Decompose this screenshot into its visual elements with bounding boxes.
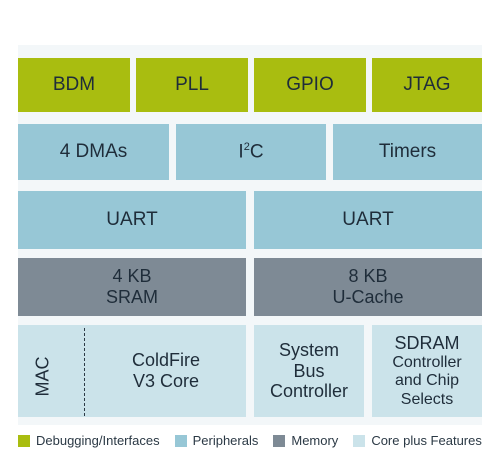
jtag-block: JTAG bbox=[372, 58, 482, 112]
dmas-label: 4 DMAs bbox=[59, 141, 128, 163]
core-block bbox=[18, 325, 246, 417]
ucache-label: U-Cache bbox=[332, 287, 404, 307]
timers-block: Timers bbox=[333, 124, 482, 180]
coldfire-line1: ColdFire bbox=[131, 350, 201, 371]
pll-block: PLL bbox=[136, 58, 248, 112]
ucache-size: 8 KB bbox=[348, 266, 388, 287]
legend-label-peripherals: Peripherals bbox=[192, 433, 259, 448]
pll-label: PLL bbox=[175, 74, 209, 96]
sysbus-line1: System bbox=[278, 339, 339, 360]
mac-label-container: MAC bbox=[23, 336, 63, 416]
legend-swatch-debugging bbox=[18, 434, 30, 447]
legend-swatch-memory bbox=[273, 434, 286, 447]
sram-size: 4 KB bbox=[112, 266, 152, 287]
legend-label-memory: Memory bbox=[291, 433, 339, 448]
sysbus-line3: Controller bbox=[269, 381, 349, 402]
coldfire-line2: V3 Core bbox=[132, 371, 200, 391]
uart-right-block: UART bbox=[254, 191, 482, 249]
legend-item-debugging: Debugging/Interfaces bbox=[18, 433, 160, 448]
jtag-label: JTAG bbox=[403, 74, 451, 96]
sdram-line2: Controller bbox=[392, 353, 462, 371]
sdram-line4: Selects bbox=[400, 390, 454, 408]
timers-label: Timers bbox=[378, 141, 437, 163]
sdram-controller-block: SDRAM Controller and Chip Selects bbox=[372, 325, 482, 417]
mac-label: MAC bbox=[32, 356, 53, 396]
sysbus-line2: Bus bbox=[293, 360, 325, 381]
i2c-label-superscript: 2 bbox=[243, 140, 250, 153]
sdram-line3: and Chip bbox=[394, 372, 460, 390]
legend-swatch-core bbox=[353, 434, 366, 447]
i2c-label: I2C bbox=[238, 141, 263, 163]
i2c-label-base: I bbox=[238, 141, 244, 163]
i2c-block: I2C bbox=[176, 124, 326, 180]
coldfire-label-container: ColdFire V3 Core bbox=[86, 325, 246, 417]
sram-label: SRAM bbox=[105, 287, 158, 307]
uart-left-block: UART bbox=[18, 191, 246, 249]
bdm-label: BDM bbox=[52, 74, 96, 96]
dmas-block: 4 DMAs bbox=[18, 124, 169, 180]
mac-divider bbox=[84, 328, 85, 416]
legend-item-peripherals: Peripherals bbox=[174, 433, 259, 448]
ucache-block: 8 KB U-Cache bbox=[254, 258, 482, 316]
legend: Debugging/Interfaces Peripherals Memory … bbox=[18, 433, 497, 448]
system-bus-controller-block: System Bus Controller bbox=[254, 325, 364, 417]
bdm-block: BDM bbox=[18, 58, 130, 112]
uart-left-label: UART bbox=[106, 209, 158, 231]
legend-label-core: Core plus Features bbox=[371, 433, 482, 448]
sdram-line1: SDRAM bbox=[394, 333, 460, 354]
legend-item-memory: Memory bbox=[273, 433, 338, 448]
legend-label-debugging: Debugging/Interfaces bbox=[36, 433, 160, 448]
legend-swatch-peripherals bbox=[174, 434, 187, 447]
gpio-block: GPIO bbox=[254, 58, 366, 112]
i2c-label-tail: C bbox=[249, 141, 264, 163]
legend-item-core: Core plus Features bbox=[353, 433, 482, 448]
uart-right-label: UART bbox=[342, 209, 394, 231]
gpio-label: GPIO bbox=[286, 74, 334, 96]
sram-block: 4 KB SRAM bbox=[18, 258, 246, 316]
